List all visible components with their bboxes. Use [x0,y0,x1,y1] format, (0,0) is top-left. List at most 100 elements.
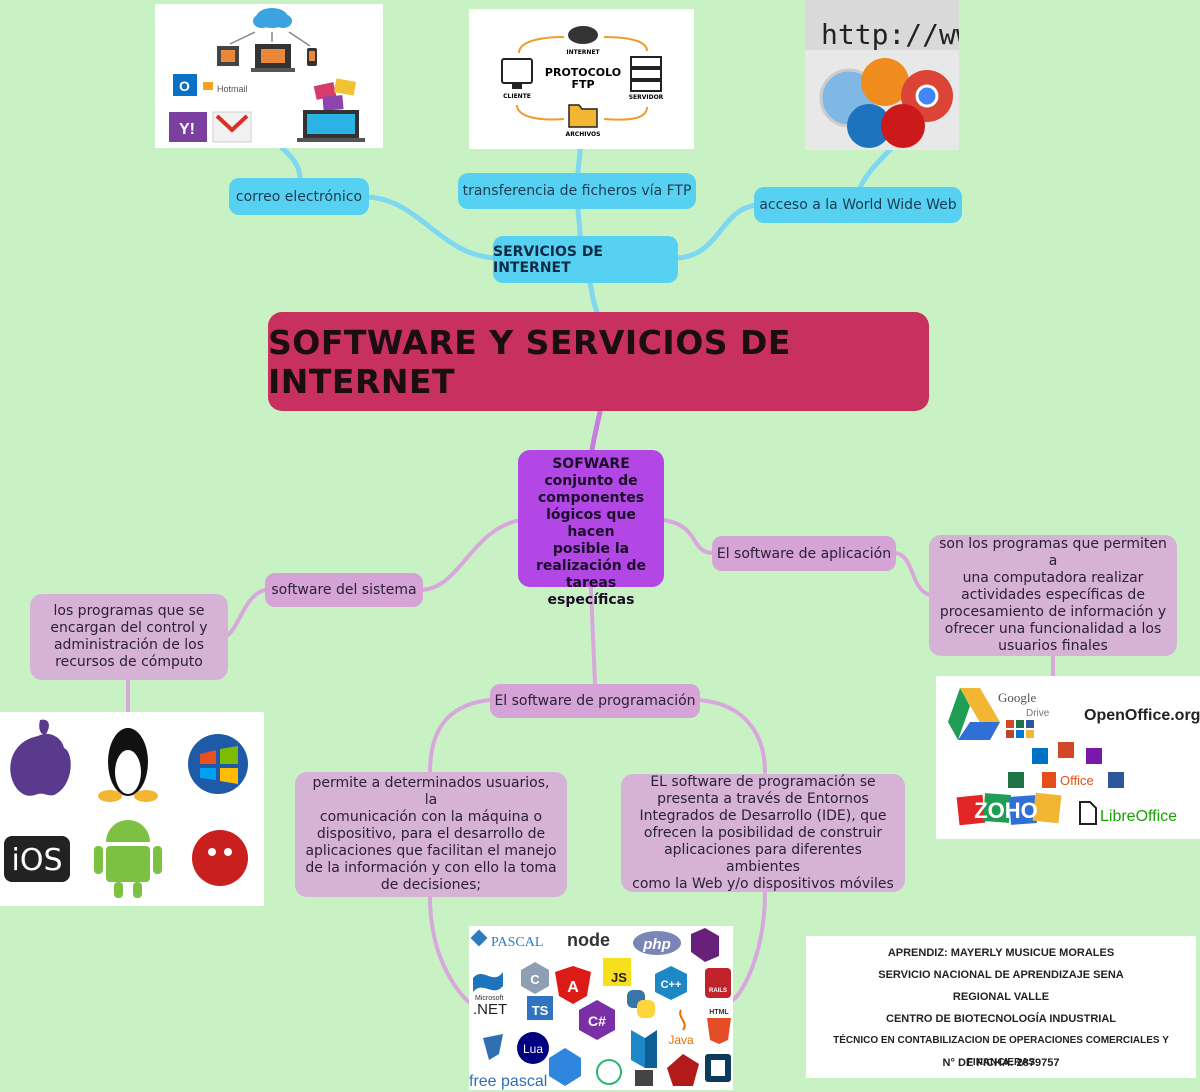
credit-line: SERVICIO NACIONAL DE APRENDIZAJE SENA [878,969,1124,981]
application-software-desc: son los programas que permiten a una com… [929,535,1177,656]
application-software-image: Google Drive OpenOffice.org Office ZOHO … [936,676,1200,839]
lua-label: Lua [523,1042,543,1056]
programming-software-label: El software de programación [494,693,696,709]
credit-line: CENTRO DE BIOTECNOLOGÍA INDUSTRIAL [886,1013,1116,1025]
credit-line: TÉCNICO EN CONTABILIZACION DE OPERACIONE… [833,1035,1169,1068]
central-topic-label: SOFTWARE Y SERVICIOS DE INTERNET [268,322,791,401]
service-www-node[interactable]: acceso a la World Wide Web [754,187,962,223]
ftp-internet-label: INTERNET [566,49,600,56]
hotmail-label: Hotmail [217,84,248,94]
zoho-label: ZOHO [974,798,1038,823]
desc-line: de la información y con ello la toma [305,860,557,876]
desc-line: aplicaciones para diferentes ambientes [664,841,862,875]
desc-line: de decisiones; [380,877,482,893]
ios-label: iOS [12,843,63,878]
author-credits: APRENDIZ: MAYERLY MUSICUE MORALES SERVIC… [806,936,1196,1078]
software-def-line: componentes [537,490,645,506]
rails-label: RAILS [709,988,727,994]
language-logos: PASCAL node php Microsoft .NET C A JS C+… [469,928,731,1090]
desc-line: administración de los [53,637,205,653]
desc-line: comunicación con la máquina o [319,809,543,825]
ftp-protocol-label: PROTOCOLO [545,66,621,79]
desc-line: aplicaciones que facilitan el manejo [305,843,557,859]
php-label: php [642,936,671,953]
desc-line: ofrecer una funcionalidad a los [944,621,1162,637]
ftp-files-label: ARCHIVOS [566,131,601,138]
svg-text:O: O [179,78,190,94]
programming-software-desc-left: permite a determinados usuarios, la comu… [295,772,567,897]
desc-line: usuarios finales [998,638,1108,654]
credit-line: APRENDIZ: MAYERLY MUSICUE MORALES [887,947,1115,959]
desc-line: encargan del control y [50,620,208,636]
desc-line: presenta a través de Entornos [657,790,869,807]
browser-logos: http://www [805,0,959,148]
dotnet-label: .NET [473,1001,507,1018]
js-label: JS [611,970,627,985]
service-ftp-label: transferencia de ficheros vía FTP [462,183,692,199]
programming-software-node[interactable]: El software de programación [490,684,700,718]
office-suite-logos: Google Drive OpenOffice.org Office ZOHO … [948,688,1200,826]
desc-line: son los programas que permiten a [939,536,1167,569]
ftp-diagram: INTERNET CLIENTE PROTOCOLO FTP SERVIDOR … [501,26,664,138]
service-ftp-node[interactable]: transferencia de ficheros vía FTP [458,173,696,209]
desc-line: dispositivo, para el desarrollo de [316,826,546,842]
cpp-label: C++ [661,979,682,991]
application-software-node[interactable]: El software de aplicación [712,536,896,571]
url-text: http://www [821,18,959,51]
desc-line: EL software de programación se [650,773,876,790]
desc-line: ofrecen la posibilidad de construir [643,824,883,841]
os-logos: iOS [4,719,248,898]
www-browsers-image: http://www [805,0,959,150]
free-pascal-label: free pascal [469,1073,547,1090]
internet-services-node[interactable]: SERVICIOS DE INTERNET [493,236,678,283]
drive-label: Drive [1026,708,1050,719]
ftp-protocol-image: INTERNET CLIENTE PROTOCOLO FTP SERVIDOR … [469,9,694,149]
software-def-line: realización de [535,558,647,574]
c-label: C [530,972,540,987]
system-software-label: software del sistema [271,582,417,598]
email-services-image: O Hotmail Y! [155,4,383,148]
desc-line: como la Web y/o dispositivos móviles [632,875,894,892]
system-software-node[interactable]: software del sistema [265,573,423,607]
desc-line: una computadora realizar [962,570,1144,586]
service-www-label: acceso a la World Wide Web [759,197,957,213]
pascal-label: PASCAL [491,935,543,950]
desc-line: permite a determinados usuarios, la [312,775,550,808]
microsoft-label: Microsoft [475,995,503,1002]
desc-line: los programas que se [53,603,205,619]
software-def-line: tareas específicas [547,575,635,608]
java-label: Java [668,1033,694,1047]
ts-label: TS [532,1003,549,1018]
service-email-label: correo electrónico [235,188,363,205]
system-software-desc: los programas que se encargan del contro… [30,594,228,680]
desc-line: procesamiento de información y [939,604,1167,620]
node-label: node [567,930,610,950]
html-label: HTML [709,1009,729,1016]
credit-line: N° DE FICHA: 2879757 [942,1057,1060,1069]
ftp-label: FTP [571,78,594,91]
svg-text:Y!: Y! [179,121,195,138]
credit-line: REGIONAL VALLE [952,991,1050,1003]
desc-line: Integrados de Desarrollo (IDE), que [639,807,887,824]
email-illustration: O Hotmail Y! [169,8,365,143]
csharp-label: C# [588,1013,606,1029]
software-title: SOFWARE [552,456,630,472]
software-def-line: lógicos que hacen [546,507,636,540]
openoffice-label: OpenOffice.org [1084,707,1200,724]
libreoffice-label: LibreOffice [1100,808,1177,825]
software-def-line: conjunto de [544,473,638,489]
central-topic[interactable]: SOFTWARE Y SERVICIOS DE INTERNET [268,312,929,411]
programming-languages-image: PASCAL node php Microsoft .NET C A JS C+… [469,926,733,1090]
software-def-line: posible la [552,541,630,557]
application-software-label: El software de aplicación [716,545,892,562]
office-label: Office [1060,773,1094,788]
ftp-server-label: SERVIDOR [629,94,664,101]
internet-services-label: SERVICIOS DE INTERNET [493,243,603,276]
google-label: Google [998,690,1037,705]
ftp-client-label: CLIENTE [503,93,531,100]
angular-label: A [567,979,579,996]
service-email-node[interactable]: correo electrónico [229,178,369,215]
desc-line: actividades específicas de [961,587,1145,603]
software-definition-node[interactable]: SOFWARE conjunto de componentes lógicos … [518,450,664,608]
